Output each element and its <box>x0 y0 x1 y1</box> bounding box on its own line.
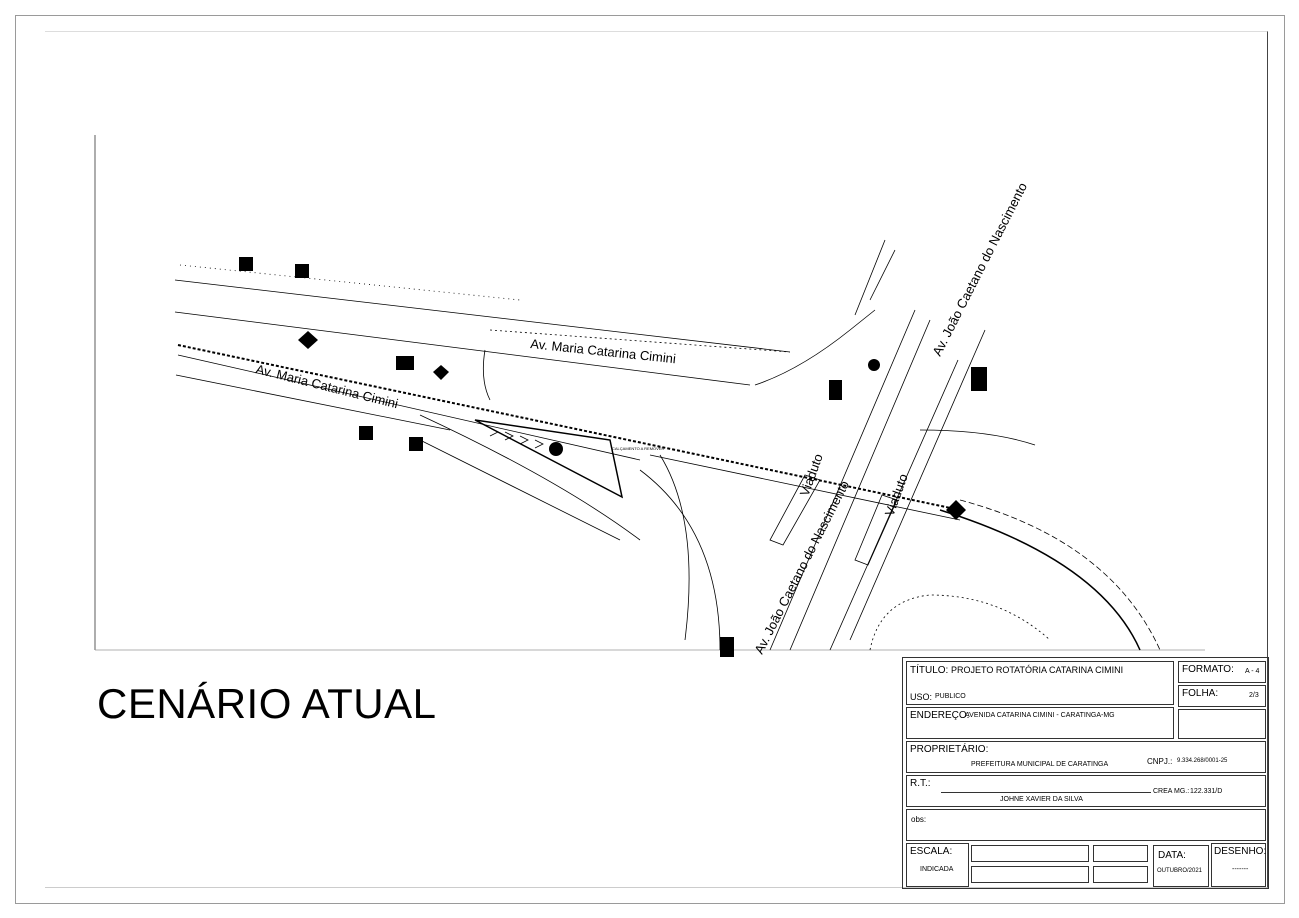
desenho-value: ------- <box>1232 866 1249 873</box>
rt-label: R.T.: <box>910 778 931 789</box>
escala-cell: ESCALA: INDICADA <box>906 843 969 887</box>
drawing-border <box>45 31 1268 888</box>
rt-value: JOHNE XAVIER DA SILVA <box>1000 796 1083 803</box>
scenario-title: CENÁRIO ATUAL <box>97 680 437 727</box>
street-label-joao-lower: Av. João Caetano do Nascimento <box>751 478 852 656</box>
endereco-value: AVENIDA CATARINA CIMINI - CARATINGA-MG <box>965 712 1115 719</box>
endereco-label: ENDEREÇO: <box>910 710 970 721</box>
titulo-label: TÍTULO: <box>910 665 949 676</box>
formato-value: A - 4 <box>1245 668 1260 675</box>
escala-label: ESCALA: <box>910 846 953 857</box>
crea-label: CREA MG.: <box>1153 788 1190 795</box>
folha-value: 2/3 <box>1249 692 1259 699</box>
folha-cell: FOLHA: 2/3 <box>1178 685 1266 707</box>
formato-cell: FORMATO: A - 4 <box>1178 661 1266 683</box>
data-value: OUTUBRO/2021 <box>1157 868 1203 874</box>
proprietario-cell: PROPRIETÁRIO: PREFEITURA MUNICIPAL DE CA… <box>906 741 1266 773</box>
uso-label: USO: <box>910 692 933 702</box>
blank-cell <box>1093 845 1148 862</box>
blank-cell <box>971 866 1089 883</box>
endereco-cell: ENDEREÇO: AVENIDA CATARINA CIMINI - CARA… <box>906 707 1174 739</box>
road-maria-upper <box>174 264 791 401</box>
road-maria-lower <box>175 344 961 541</box>
sheet-border <box>15 15 1285 904</box>
blank-cell <box>1093 866 1148 883</box>
data-label: DATA: <box>1158 850 1186 861</box>
desenho-cell: DESENHO: ------- <box>1211 843 1266 887</box>
street-label-maria-lower: Av. Maria Catarina Cimini <box>254 361 400 411</box>
proprietario-label: PROPRIETÁRIO: <box>910 744 989 755</box>
rt-cell: R.T.: JOHNE XAVIER DA SILVA CREA MG.: 12… <box>906 775 1266 807</box>
titulo-cell: TÍTULO: PROJETO ROTATÓRIA CATARINA CIMIN… <box>906 661 1174 705</box>
formato-label: FORMATO: <box>1182 664 1234 675</box>
desenho-label: DESENHO: <box>1214 846 1267 857</box>
road-joao-caetano <box>639 239 986 651</box>
traffic-island <box>474 419 624 499</box>
blank-cell <box>971 845 1089 862</box>
cnpj-label: CNPJ.: <box>1147 757 1173 766</box>
title-block: TÍTULO: PROJETO ROTATÓRIA CATARINA CIMIN… <box>902 657 1269 889</box>
roundabout <box>869 429 1161 651</box>
proprietario-value: PREFEITURA MUNICIPAL DE CARATINGA <box>971 761 1109 768</box>
obs-label: obs: <box>911 815 927 824</box>
street-label-joao-upper: Av. João Caetano do Nascimento <box>929 180 1030 358</box>
viaduct <box>769 474 898 566</box>
uso-value: PUBLICO <box>935 693 966 700</box>
street-label-maria-upper: Av. Maria Catarina Cimini <box>530 336 677 366</box>
data-cell: DATA: OUTUBRO/2021 <box>1153 845 1209 887</box>
markers <box>239 257 987 657</box>
folha-label: FOLHA: <box>1182 688 1219 699</box>
escala-value: INDICADA <box>920 866 954 873</box>
obs-cell: obs: <box>906 809 1266 841</box>
note-calcamento: CALÇAMENTO A REMOVER <box>612 446 664 451</box>
blank-cell <box>1178 709 1266 739</box>
titulo-value: PROJETO ROTATÓRIA CATARINA CIMINI <box>951 665 1124 675</box>
cnpj-value: 9.334.268/0001-25 <box>1177 758 1228 764</box>
crea-value: 122.331/D <box>1190 788 1223 795</box>
signature-line <box>941 792 1151 793</box>
